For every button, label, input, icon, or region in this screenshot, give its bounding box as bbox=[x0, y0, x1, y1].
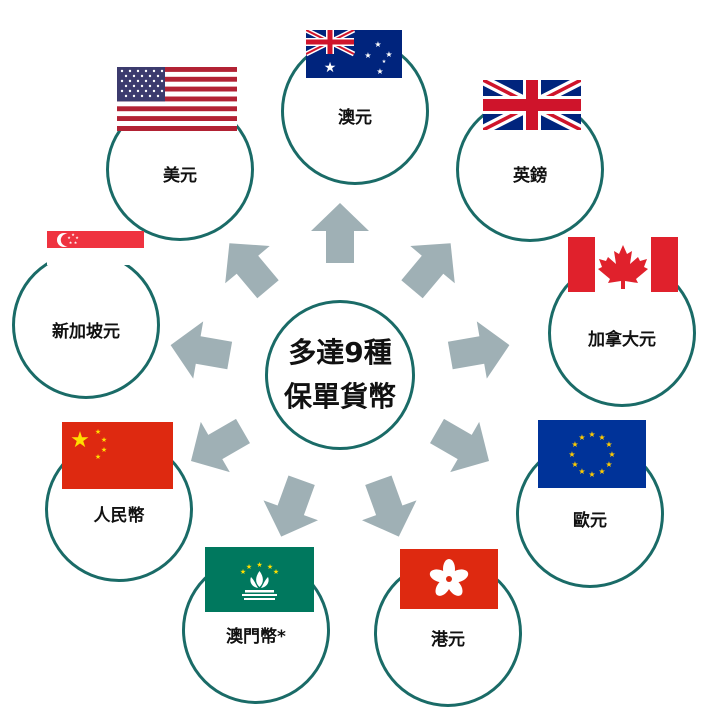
svg-text:★: ★ bbox=[324, 60, 337, 76]
svg-text:★: ★ bbox=[256, 561, 262, 569]
svg-text:★: ★ bbox=[571, 440, 578, 449]
svg-text:★: ★ bbox=[246, 563, 252, 571]
arrow-to-rmb bbox=[191, 418, 250, 473]
svg-text:★: ★ bbox=[578, 467, 585, 476]
svg-text:★: ★ bbox=[605, 440, 612, 449]
australia-flag-icon: ★ ★ ★ ★ ★ ★ bbox=[306, 30, 402, 78]
svg-text:★: ★ bbox=[374, 40, 381, 49]
svg-text:★: ★ bbox=[75, 235, 79, 240]
svg-text:★: ★ bbox=[588, 430, 595, 439]
svg-text:★: ★ bbox=[95, 453, 101, 461]
svg-text:★: ★ bbox=[588, 470, 595, 479]
center-circle: 多達9種 保單貨幣 bbox=[265, 300, 415, 450]
svg-text:★: ★ bbox=[101, 436, 107, 444]
svg-text:★: ★ bbox=[598, 433, 605, 442]
united-states-flag-icon bbox=[117, 67, 237, 131]
china-flag-icon: ★ ★ ★ ★ ★ bbox=[62, 422, 173, 489]
singapore-flag-icon: ★ ★ ★ ★ ★ bbox=[47, 231, 144, 265]
svg-text:★: ★ bbox=[74, 240, 78, 245]
svg-text:★: ★ bbox=[67, 235, 71, 240]
arrow-to-mop bbox=[263, 475, 318, 537]
svg-text:★: ★ bbox=[364, 51, 371, 60]
svg-text:★: ★ bbox=[568, 450, 575, 459]
svg-text:★: ★ bbox=[240, 568, 246, 576]
arrow-to-sgd bbox=[170, 321, 233, 379]
svg-text:★: ★ bbox=[382, 59, 387, 65]
currency-node-sgd: 新加坡元 bbox=[12, 251, 160, 399]
svg-text:★: ★ bbox=[385, 50, 392, 59]
european-union-flag-icon: ★ ★ ★ ★ ★ ★ ★ ★ ★ ★ ★ ★ bbox=[538, 420, 646, 488]
currency-label-hkd: 港元 bbox=[431, 629, 465, 650]
svg-text:★: ★ bbox=[605, 460, 612, 469]
united-kingdom-flag-icon bbox=[483, 80, 581, 130]
svg-text:★: ★ bbox=[578, 433, 585, 442]
arrow-to-aud bbox=[311, 203, 369, 263]
svg-text:★: ★ bbox=[69, 240, 73, 245]
svg-text:★: ★ bbox=[608, 450, 615, 459]
currency-label-eur: 歐元 bbox=[573, 510, 607, 531]
currency-label-gbp: 英鎊 bbox=[513, 166, 547, 186]
svg-text:★: ★ bbox=[101, 446, 107, 454]
currency-label-sgd: 新加坡元 bbox=[52, 321, 120, 342]
svg-text:★: ★ bbox=[70, 428, 90, 453]
svg-text:★: ★ bbox=[376, 67, 383, 76]
currency-label-aud: 澳元 bbox=[338, 107, 372, 128]
svg-text:★: ★ bbox=[598, 467, 605, 476]
arrow-to-cad bbox=[447, 321, 510, 379]
svg-text:★: ★ bbox=[267, 563, 273, 571]
svg-text:★: ★ bbox=[273, 568, 279, 576]
svg-text:★: ★ bbox=[571, 460, 578, 469]
svg-text:★: ★ bbox=[95, 428, 101, 436]
arrow-to-gbp bbox=[401, 243, 455, 299]
arrow-to-hkd bbox=[362, 475, 417, 537]
currency-label-rmb: 人民幣 bbox=[93, 506, 145, 526]
center-title-line2: 保單貨幣 bbox=[283, 380, 396, 413]
hong-kong-flag-icon bbox=[400, 549, 498, 609]
currency-label-mop: 澳門幣* bbox=[226, 626, 286, 647]
center-title-line1: 多達9種 bbox=[288, 336, 392, 369]
macau-flag-icon: ★ ★ ★ ★ ★ bbox=[205, 547, 314, 612]
canada-flag-icon bbox=[568, 237, 678, 292]
arrow-to-usd bbox=[225, 243, 279, 299]
currency-label-cad: 加拿大元 bbox=[588, 329, 656, 350]
svg-text:★: ★ bbox=[71, 232, 75, 237]
arrow-to-eur bbox=[430, 418, 489, 473]
currency-label-usd: 美元 bbox=[163, 166, 197, 186]
